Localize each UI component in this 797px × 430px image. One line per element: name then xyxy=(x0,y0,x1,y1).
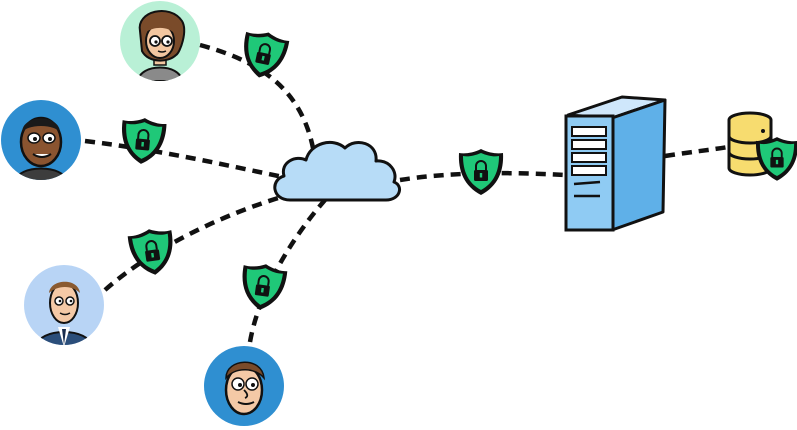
shield-mansuit xyxy=(127,226,177,278)
cloud-icon xyxy=(273,140,402,202)
man-avatar-icon xyxy=(1,100,81,180)
shield-mandark xyxy=(119,116,167,166)
businessman-avatar-icon xyxy=(24,265,104,345)
connections xyxy=(84,42,729,343)
edge-server-database xyxy=(664,144,729,159)
woman-avatar-icon xyxy=(120,1,200,81)
edge-manbottom-cloud xyxy=(247,198,327,343)
edge-cloud-server xyxy=(399,170,566,183)
shield-server xyxy=(459,149,503,195)
edge-mansuit-cloud xyxy=(103,193,286,292)
shield-woman xyxy=(237,28,290,82)
edge-woman-cloud xyxy=(199,42,316,149)
server-icon xyxy=(564,95,667,232)
shield-manbottom xyxy=(238,261,288,313)
edge-mandark-cloud xyxy=(84,138,284,180)
man-avatar-icon xyxy=(204,346,284,426)
